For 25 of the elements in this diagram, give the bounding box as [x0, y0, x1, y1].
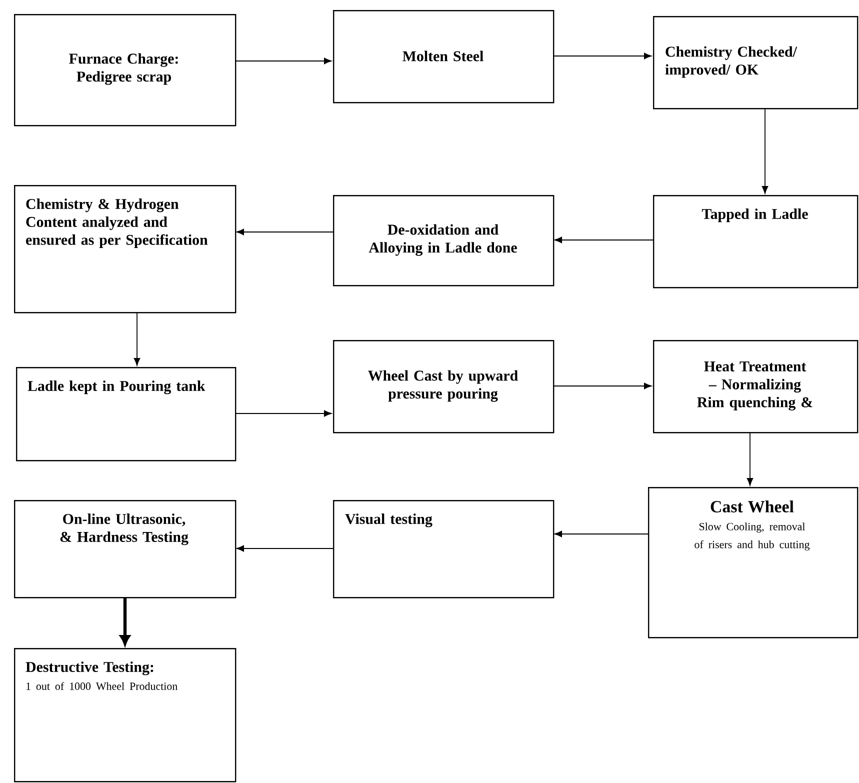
- process-box: Chemistry & Hydrogen Content analyzed and ensured as per Specification: [14, 185, 236, 314]
- arrow: [554, 236, 654, 244]
- process-box: Molten Steel: [333, 10, 554, 104]
- process-box: Heat Treatment – Normalizing Rim quenching &: [653, 340, 858, 434]
- process-box: Tapped in Ladle: [653, 195, 858, 288]
- process-box: Chemistry Checked/ improved/ OK: [653, 16, 858, 110]
- process-box: Furnace Charge: Pedigree scrap: [14, 14, 236, 126]
- process-box: Cast Wheel Slow Cooling, removal of risers and hub cutting: [648, 487, 858, 638]
- arrow: [134, 312, 140, 366]
- arrow: [234, 410, 332, 417]
- arrow: [554, 530, 648, 538]
- arrow: [236, 228, 334, 236]
- process-box: Visual testing: [333, 500, 554, 598]
- process-box: Ladle kept in Pouring tank: [16, 367, 236, 462]
- process-box: Wheel Cast by upward pressure pouring: [333, 340, 554, 434]
- arrow: [762, 108, 768, 194]
- arrow: [746, 432, 754, 486]
- arrow: [552, 382, 652, 390]
- process-box: Destructive Testing: 1 out of 1000 Wheel Production: [14, 648, 236, 782]
- arrow: [236, 545, 334, 552]
- process-box: De-oxidation and Alloying in Ladle done: [333, 195, 554, 286]
- arrow: [120, 597, 130, 646]
- process-box: On-line Ultrasonic, & Hardness Testing: [14, 500, 236, 598]
- arrow: [552, 52, 652, 60]
- arrow: [234, 58, 332, 64]
